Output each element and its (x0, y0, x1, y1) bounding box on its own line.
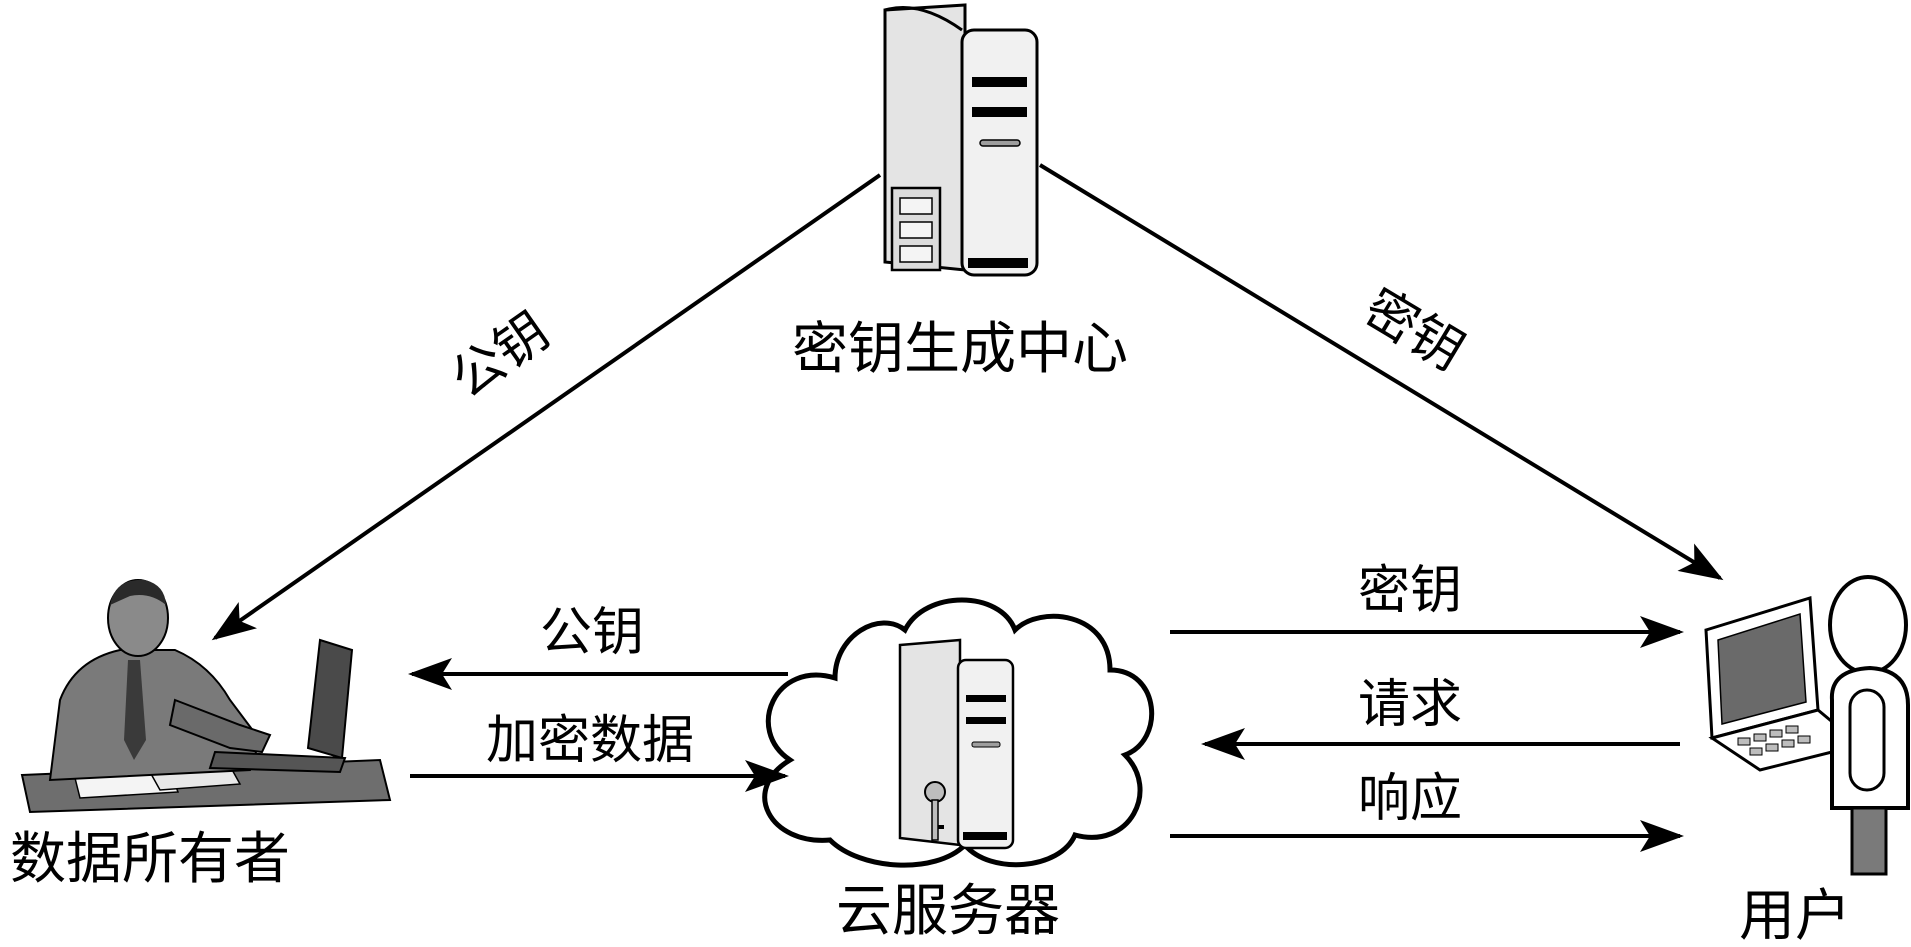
node-label-kgc: 密钥生成中心 (792, 317, 1128, 382)
edge-label-cloud-to-owner: 公钥 (540, 603, 644, 663)
edge-label-cloud-to-user-key: 密钥 (1358, 561, 1462, 621)
person-at-laptop-icon (20, 579, 392, 814)
node-label-owner: 数据所有者 (10, 827, 290, 892)
edge-label-kgc-to-owner: 公钥 (440, 302, 560, 411)
node-label-user: 用户 (1739, 884, 1851, 947)
edge-label-owner-to-cloud: 加密数据 (486, 711, 694, 771)
edge-kgc-to-user (1038, 163, 1724, 581)
user-with-laptop-icon (1704, 575, 1910, 876)
edge-kgc-to-owner (211, 173, 882, 641)
edge-label-user-to-cloud: 请求 (1358, 675, 1462, 735)
edge-label-cloud-to-user-resp: 响应 (1358, 769, 1462, 829)
cloud-server-key-icon (762, 597, 1155, 868)
node-label-cloud: 云服务器 (836, 879, 1060, 944)
tower-server-icon (883, 3, 1039, 277)
